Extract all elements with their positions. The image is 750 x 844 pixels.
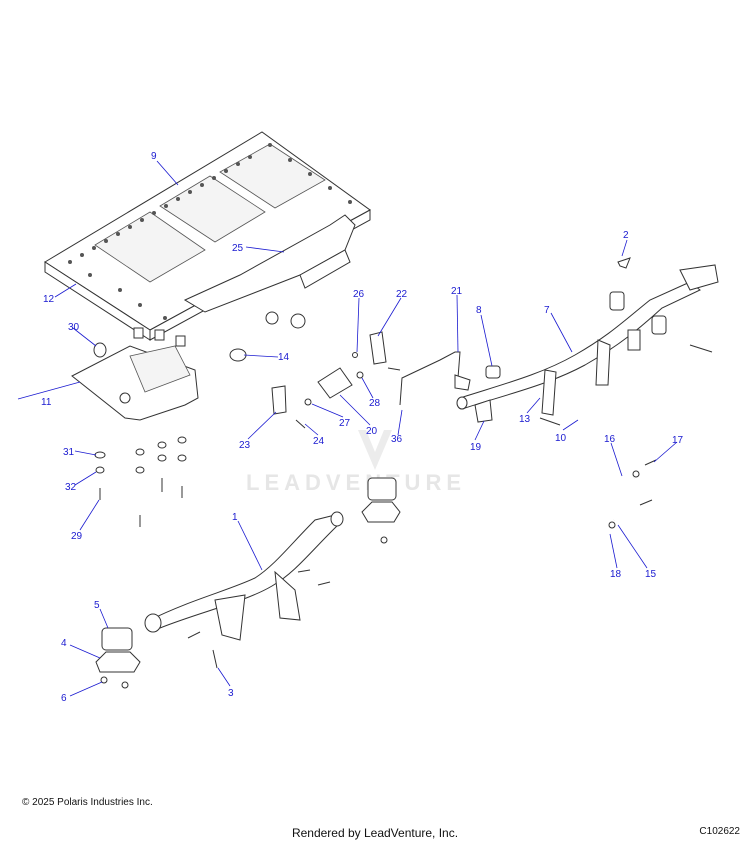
- callout-28[interactable]: 28: [369, 398, 381, 409]
- callout-23[interactable]: 23: [239, 440, 251, 451]
- clamp-bushing-left: [95, 627, 141, 689]
- skid-plate: [71, 327, 199, 421]
- callout-1[interactable]: 1: [232, 512, 238, 523]
- bracket-21: [454, 374, 471, 391]
- loose-bolts: [187, 344, 713, 669]
- callout-2[interactable]: 2: [623, 230, 629, 241]
- callout-24[interactable]: 24: [313, 436, 325, 447]
- callout-36[interactable]: 36: [391, 434, 403, 445]
- crossmember-7: [456, 264, 719, 416]
- hardware-left: [94, 436, 187, 527]
- clamp-bushing-center: [361, 477, 401, 544]
- bracket-19: [474, 399, 493, 423]
- callout-17[interactable]: 17: [672, 435, 684, 446]
- frame-holes: [68, 143, 352, 320]
- callout-13[interactable]: 13: [519, 414, 531, 425]
- callout-5[interactable]: 5: [94, 600, 100, 611]
- callout-4[interactable]: 4: [61, 638, 67, 649]
- callouts: 1 2 3 4 5 6 7 8 9 10 11 12 13 14 15 16 1…: [41, 151, 684, 704]
- callout-31[interactable]: 31: [63, 447, 75, 458]
- bracket-20: [317, 367, 353, 399]
- callout-30[interactable]: 30: [68, 322, 80, 333]
- callout-3[interactable]: 3: [228, 688, 234, 699]
- callout-29[interactable]: 29: [71, 531, 83, 542]
- callout-11[interactable]: 11: [41, 397, 52, 408]
- frame-platform: [44, 131, 371, 341]
- callout-25[interactable]: 25: [232, 243, 244, 254]
- bumper-14: [229, 348, 247, 362]
- watermark-text: LEADVENTURE: [246, 470, 466, 495]
- callout-7[interactable]: 7: [544, 305, 550, 316]
- rod-21: [399, 351, 461, 406]
- callout-26[interactable]: 26: [353, 289, 365, 300]
- drawing-id: C102622: [699, 826, 740, 837]
- callout-20[interactable]: 20: [366, 426, 378, 437]
- callout-9[interactable]: 9: [151, 151, 157, 162]
- cap-8: [485, 365, 501, 379]
- leadventure-watermark: LEADVENTURE: [246, 430, 466, 495]
- callout-12[interactable]: 12: [43, 294, 55, 305]
- callout-6[interactable]: 6: [61, 693, 67, 704]
- clip-2: [617, 257, 631, 269]
- callout-22[interactable]: 22: [396, 289, 408, 300]
- bracket-23: [271, 385, 287, 415]
- callout-8[interactable]: 8: [476, 305, 482, 316]
- callout-27[interactable]: 27: [339, 418, 351, 429]
- callout-32[interactable]: 32: [65, 482, 77, 493]
- copyright-notice: © 2025 Polaris Industries Inc.: [22, 797, 153, 808]
- callout-16[interactable]: 16: [604, 434, 616, 445]
- damper-15: [608, 470, 640, 529]
- callout-10[interactable]: 10: [555, 433, 567, 444]
- callout-15[interactable]: 15: [645, 569, 657, 580]
- callout-14[interactable]: 14: [278, 352, 290, 363]
- bracket-22: [369, 331, 387, 365]
- crossmember-1: [144, 511, 344, 641]
- callout-18[interactable]: 18: [610, 569, 622, 580]
- callout-19[interactable]: 19: [470, 442, 482, 453]
- callout-21[interactable]: 21: [451, 286, 463, 297]
- callout-leaders: [17, 160, 678, 697]
- rendered-by-credit: Rendered by LeadVenture, Inc.: [291, 826, 459, 840]
